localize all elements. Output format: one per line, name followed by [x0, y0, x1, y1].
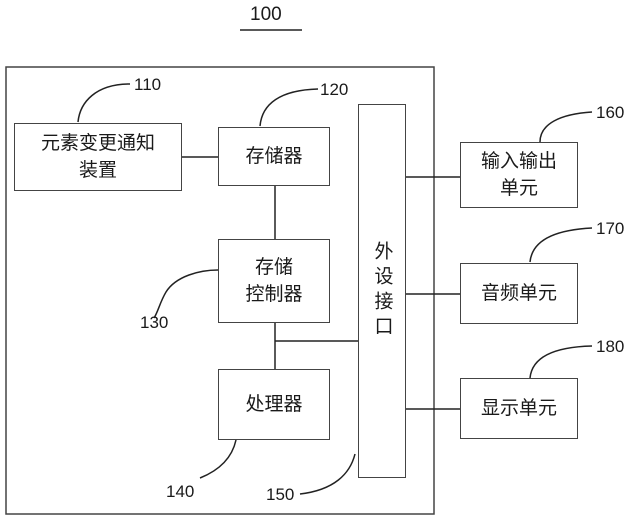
leader-120	[260, 89, 318, 126]
memory-controller-box: 存储 控制器	[218, 239, 330, 323]
leader-150	[300, 454, 355, 494]
leader-160	[540, 112, 592, 142]
memory-box: 存储器	[218, 127, 330, 186]
io-unit-label-2: 单元	[500, 175, 538, 202]
ref-140: 140	[166, 482, 194, 502]
ref-160: 160	[596, 103, 624, 123]
memory-controller-label-2: 控制器	[245, 281, 302, 308]
leader-180	[530, 346, 592, 378]
ref-170: 170	[596, 219, 624, 239]
io-unit-box: 输入输出 单元	[460, 142, 578, 208]
ref-110: 110	[134, 75, 161, 95]
leader-140	[200, 440, 236, 478]
peripheral-interface-box: 外设接口	[358, 104, 406, 478]
leader-130	[154, 270, 218, 318]
notify-device-label-1: 元素变更通知	[41, 130, 155, 157]
ref-120: 120	[320, 80, 348, 100]
peripheral-interface-label: 外设接口	[369, 241, 396, 341]
ref-150: 150	[266, 485, 294, 505]
ref-130: 130	[140, 313, 168, 333]
processor-box: 处理器	[218, 369, 330, 440]
notify-device-label-2: 装置	[79, 157, 117, 184]
audio-unit-label: 音频单元	[481, 280, 557, 307]
display-unit-box: 显示单元	[460, 378, 578, 439]
display-unit-label: 显示单元	[481, 395, 557, 422]
processor-label: 处理器	[245, 391, 302, 418]
notify-device-box: 元素变更通知 装置	[14, 123, 182, 191]
leader-110	[78, 84, 130, 122]
memory-label: 存储器	[245, 143, 302, 170]
figure-title: 100	[250, 4, 282, 26]
io-unit-label-1: 输入输出	[481, 148, 557, 175]
leader-170	[530, 228, 592, 262]
audio-unit-box: 音频单元	[460, 263, 578, 324]
ref-180: 180	[596, 337, 624, 357]
memory-controller-label-1: 存储	[255, 254, 293, 281]
